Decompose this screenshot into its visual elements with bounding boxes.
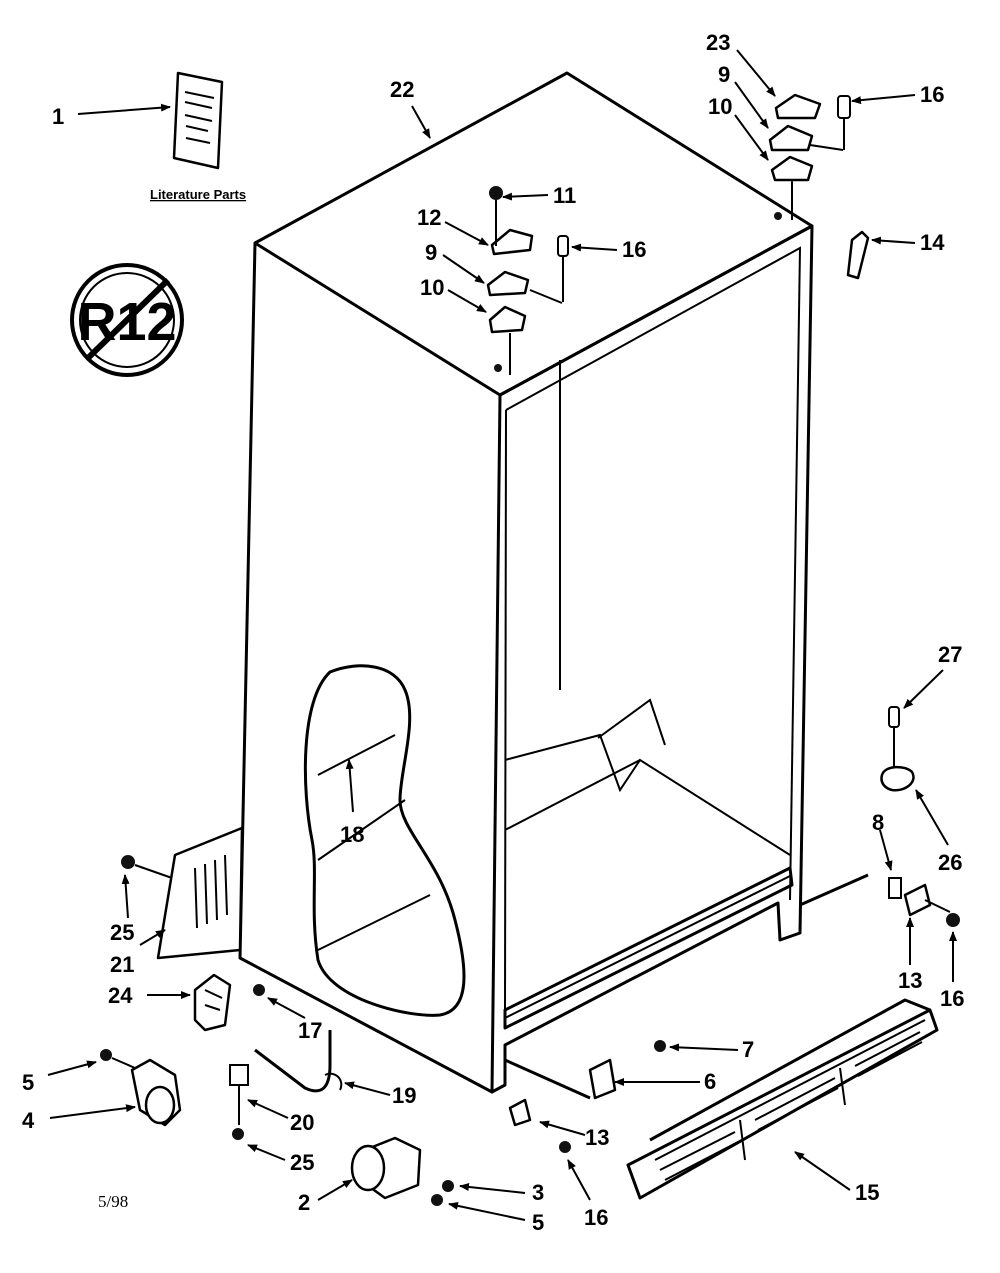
callout-label: 26 — [938, 850, 962, 875]
cabinet — [238, 71, 814, 1094]
callout-label: 21 — [110, 952, 134, 977]
callout-label: 9 — [425, 240, 437, 265]
callout-label: 5 — [532, 1210, 544, 1235]
mid-bracket — [504, 1040, 666, 1100]
top-center-hinge — [486, 186, 569, 375]
callout-label: 24 — [108, 983, 133, 1008]
callout-label: 16 — [940, 986, 964, 1011]
drain-tube — [229, 1030, 343, 1140]
callout-label: 10 — [420, 275, 444, 300]
callout-label: 20 — [290, 1110, 314, 1135]
callout-label: 16 — [584, 1205, 608, 1230]
right-bracket — [799, 873, 960, 927]
callout-label: 2 — [298, 1190, 310, 1215]
callout-label: 17 — [298, 1018, 322, 1043]
literature-caption: Literature Parts — [150, 187, 246, 202]
callout-labels: 1 22 23 9 10 16 11 12 16 9 10 14 27 8 26… — [22, 30, 964, 1235]
callout-label: 23 — [706, 30, 730, 55]
callout-leaders — [47, 49, 957, 1221]
literature-booklet — [172, 71, 224, 170]
r12-badge: R12 — [70, 263, 184, 377]
callout-label: 14 — [920, 230, 945, 255]
callout-label: 1 — [52, 104, 64, 129]
callout-label: 18 — [340, 822, 364, 847]
callout-label: 22 — [390, 77, 414, 102]
callout-label: 12 — [417, 205, 441, 230]
callout-label: 11 — [553, 183, 576, 208]
callout-label: 16 — [920, 82, 944, 107]
relay — [193, 973, 265, 1032]
callout-label: 3 — [532, 1180, 544, 1205]
clip-14 — [846, 230, 870, 280]
callout-label: 27 — [938, 642, 962, 667]
compressor-mount-center — [350, 1136, 454, 1206]
electrical-panel — [121, 826, 244, 960]
date-code: 5/98 — [98, 1192, 128, 1211]
center-bracket — [508, 1098, 571, 1153]
top-right-hinge — [768, 93, 851, 220]
callout-label: 5 — [22, 1070, 34, 1095]
callout-label: 15 — [855, 1180, 879, 1205]
callout-label: 13 — [898, 968, 922, 993]
callout-label: 25 — [290, 1150, 314, 1175]
toe-grille — [626, 998, 939, 1200]
compressor-mount-left — [100, 1049, 182, 1127]
callout-label: 6 — [704, 1069, 716, 1094]
callout-label: 16 — [622, 237, 646, 262]
callout-label: 19 — [392, 1083, 416, 1108]
callout-label: 4 — [22, 1108, 35, 1133]
callout-label: 25 — [110, 920, 134, 945]
callout-label: 13 — [585, 1125, 609, 1150]
callout-label: 10 — [708, 94, 732, 119]
leveling-assembly — [880, 706, 915, 792]
callout-label: 9 — [718, 62, 730, 87]
callout-label: 8 — [872, 810, 884, 835]
callout-label: 7 — [742, 1037, 754, 1062]
